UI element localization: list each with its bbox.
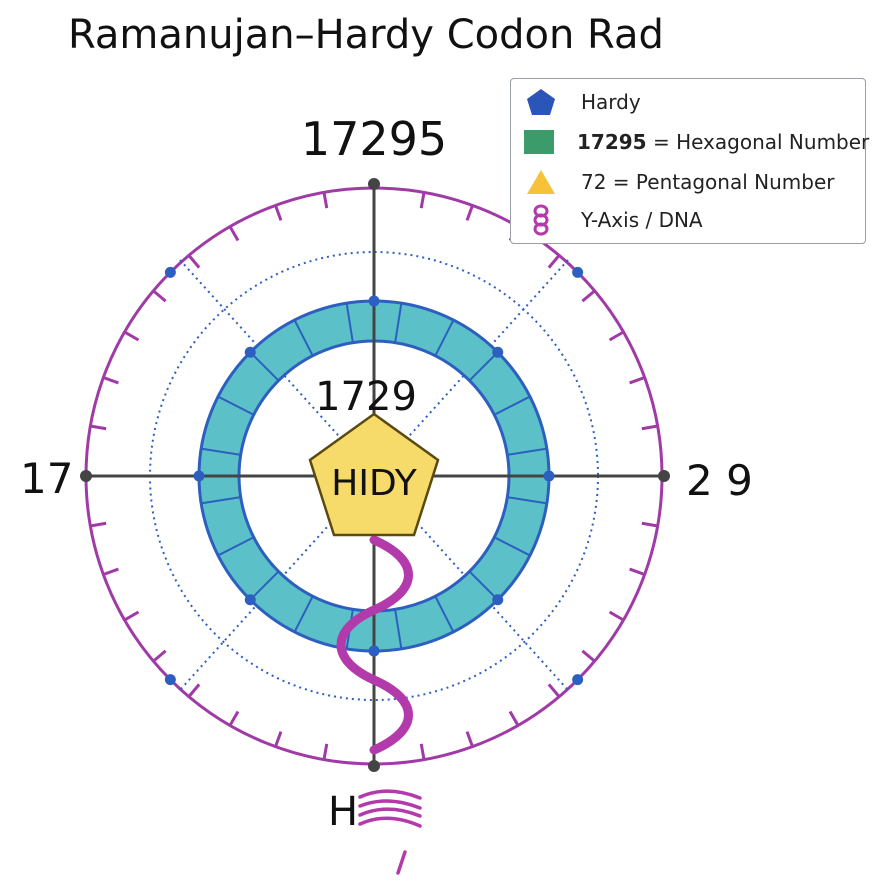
node-dots: [164, 266, 584, 686]
ring-tick: [152, 289, 167, 303]
node-dot: [244, 594, 256, 606]
node-dot: [164, 674, 176, 686]
ring-tick: [608, 610, 625, 622]
ring-tick: [102, 376, 119, 385]
ring-tick: [322, 192, 329, 209]
node-dot: [572, 266, 584, 278]
bottom-axis-label: H: [328, 789, 358, 835]
legend-label: 17295 = Hexagonal Number: [577, 130, 870, 154]
node-dot: [543, 470, 555, 482]
right-axis-label: 2 9: [686, 456, 753, 505]
band-divider: [293, 319, 314, 357]
node-dot: [193, 470, 205, 482]
ring-tick: [123, 610, 140, 622]
dna-helix-icon: [523, 204, 559, 236]
band-segments: [200, 302, 548, 650]
band-divider: [468, 570, 499, 601]
band-divider: [293, 595, 314, 633]
ring-tick: [465, 731, 474, 748]
ring-tick: [187, 683, 201, 698]
ring-tick: [508, 710, 520, 727]
ring-tick: [228, 710, 240, 727]
center-pentagon: [308, 412, 440, 537]
band-divider: [200, 496, 241, 505]
ring-tick: [629, 567, 646, 576]
legend-label: 72 = Pentagonal Number: [581, 170, 835, 194]
ring-tick: [608, 330, 625, 342]
center-label: HIDY: [331, 463, 417, 504]
ring-tick: [547, 683, 561, 698]
ring-tick: [90, 521, 107, 528]
ring-tick: [187, 254, 201, 269]
ring-tick: [581, 649, 596, 663]
legend-item-hardy: Hardy: [511, 85, 865, 119]
dna-helix: [336, 535, 413, 755]
ring-tick: [102, 567, 119, 576]
band-divider: [249, 351, 280, 382]
legend: Hardy 17295 = Hexagonal Number 72 = Pent…: [510, 78, 869, 244]
legend-item-hexagonal: 17295 = Hexagonal Number: [511, 125, 869, 159]
band-divider: [249, 570, 280, 601]
ring-tick: [152, 649, 167, 663]
legend-label: Y-Axis / DNA: [581, 208, 703, 232]
band-divider: [434, 595, 455, 633]
ring-tick: [419, 192, 426, 209]
ring-tick: [641, 521, 658, 528]
node-dot: [492, 594, 504, 606]
band-divider: [493, 395, 531, 416]
ring-tick: [419, 743, 426, 760]
node-dot: [572, 674, 584, 686]
legend-item-pentagonal: 72 = Pentagonal Number: [511, 165, 865, 199]
ring-tick: [274, 731, 283, 748]
node-dot: [368, 295, 380, 307]
ring-tick: [581, 289, 596, 303]
top-axis-label: 17295: [301, 112, 447, 166]
ring-tick: [228, 225, 240, 242]
diagram-title: Ramanujan–Hardy Codon Rad: [68, 12, 664, 58]
node-dot: [492, 346, 504, 358]
band-divider: [507, 447, 548, 456]
ring-tick: [123, 330, 140, 342]
band-divider: [345, 302, 354, 343]
band-divider: [434, 319, 455, 357]
ring-tick: [274, 204, 283, 221]
band-divider: [217, 536, 255, 557]
ring-tick: [547, 254, 561, 269]
bottom-helix-glyph: [358, 789, 422, 875]
axis-end-dots: [80, 178, 670, 772]
ring-tick: [641, 424, 658, 431]
band-divider: [394, 609, 403, 650]
node-dot: [244, 346, 256, 358]
ring-tick: [465, 204, 474, 221]
ring-tick: [322, 743, 329, 760]
inner-label: 1729: [315, 374, 417, 420]
left-axis-label: 17: [20, 454, 73, 503]
legend-label: Hardy: [581, 90, 641, 114]
band-divider: [200, 447, 241, 456]
node-dot: [368, 645, 380, 657]
legend-item-dna: Y-Axis / DNA: [511, 203, 865, 237]
blue-pentagon-icon: [523, 87, 559, 117]
yellow-triangle-icon: [523, 167, 559, 197]
band-divider: [394, 302, 403, 343]
ring-tick: [629, 376, 646, 385]
band-divider: [217, 395, 255, 416]
band-divider: [468, 351, 499, 382]
node-dot: [164, 266, 176, 278]
ring-tick: [90, 424, 107, 431]
green-square-icon: [523, 127, 555, 157]
band-divider: [493, 536, 531, 557]
band-divider: [507, 496, 548, 505]
